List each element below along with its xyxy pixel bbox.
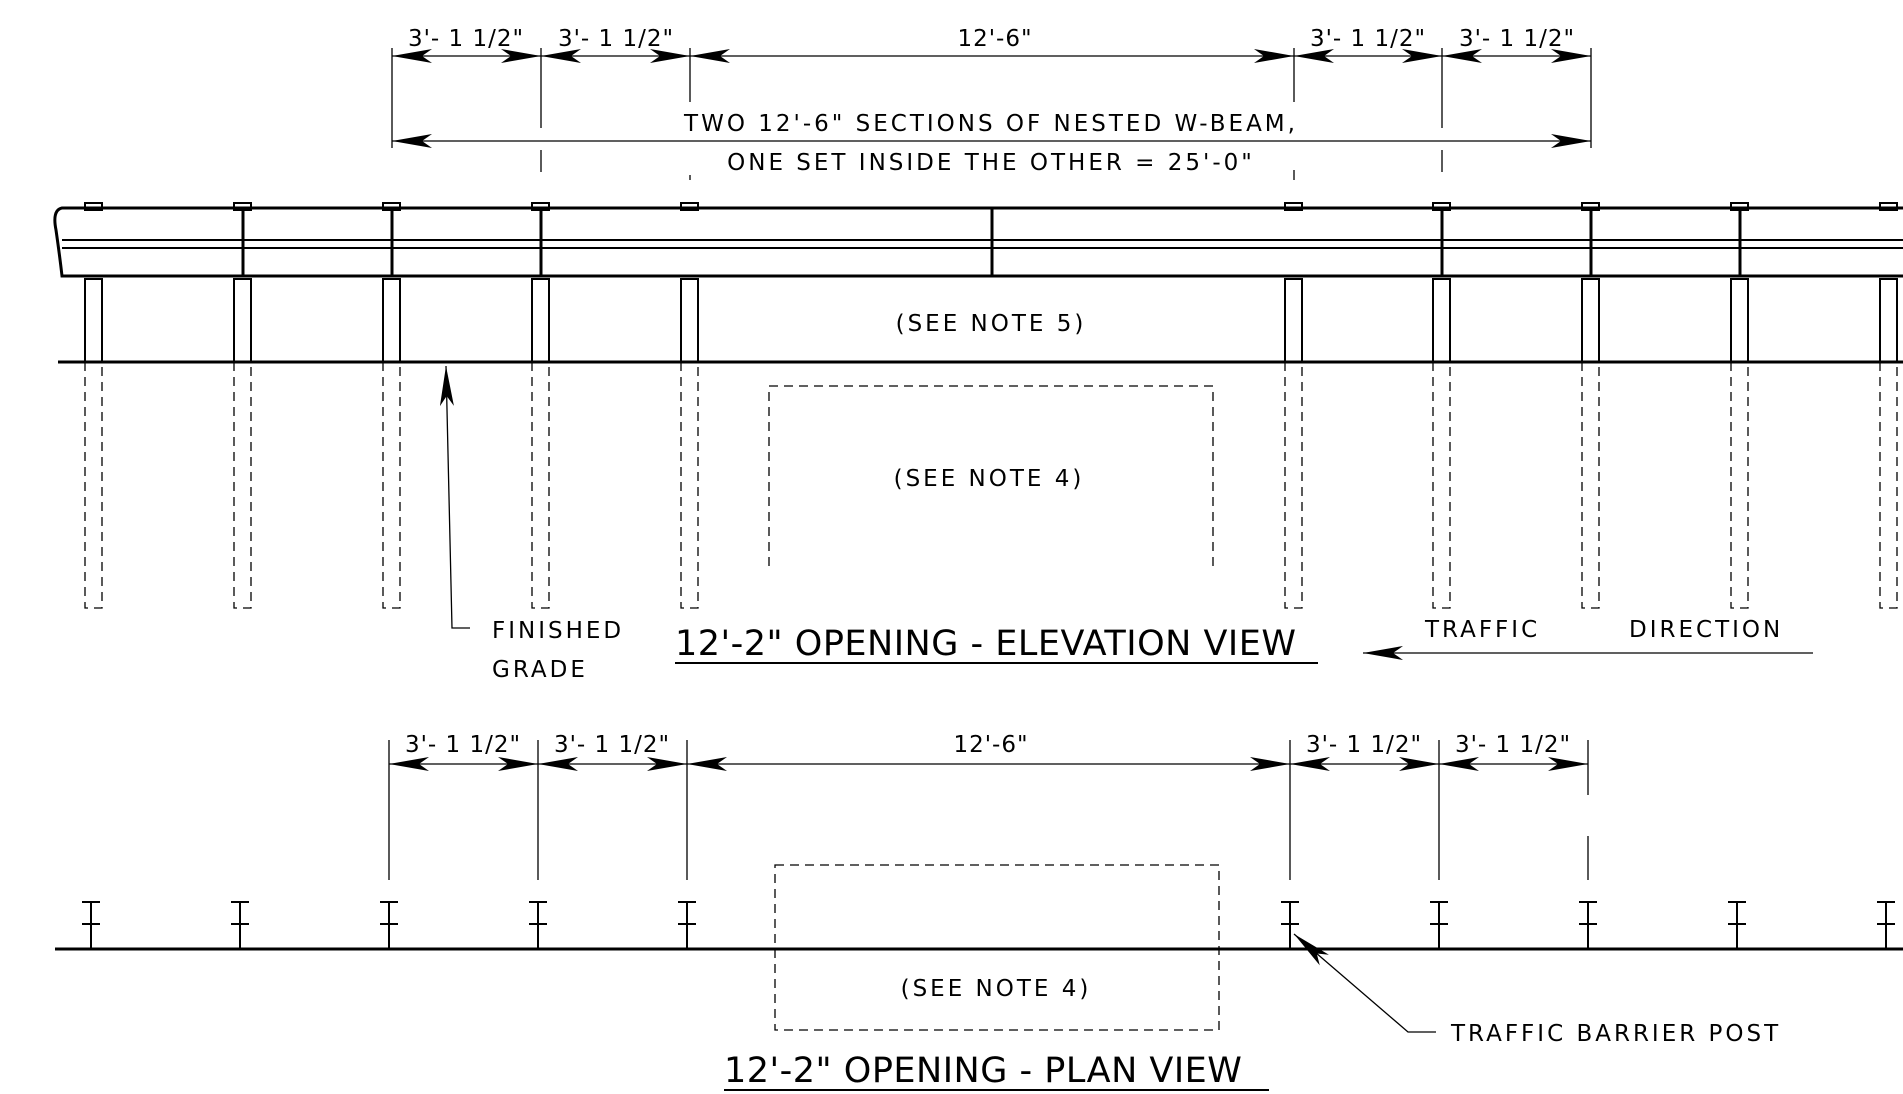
elevation-view-title: 12'-2" OPENING - ELEVATION VIEW [675,624,1296,664]
finished-grade-label-line-1: FINISHED [492,618,624,644]
traffic-barrier-post-leader [1293,933,1436,1033]
see-note-4-elevation-label: (SEE NOTE 4) [894,466,1085,492]
finished-grade-leader [439,365,470,629]
plan-view: 3'- 1 1/2" 3'- 1 1/2" 12'-6" 3'- 1 1/2" … [55,732,1903,1091]
elev-dim-label-3: 3'- 1 1/2" [1310,26,1426,52]
plan-posts [82,901,1895,949]
plan-post [678,901,696,949]
elev-dim-label-1: 3'- 1 1/2" [408,26,524,52]
see-note-5-label: (SEE NOTE 5) [896,311,1087,337]
nested-w-beam-note-line-2: ONE SET INSIDE THE OTHER = 25'-0" [727,150,1255,176]
direction-label: DIRECTION [1629,617,1783,643]
plan-post [1430,901,1448,949]
elevation-post [1284,202,1303,609]
plan-post [529,901,547,949]
elevation-view: 3'- 1 1/2" 3'- 1 1/2" 12'-6" 3'- 1 1/2" … [53,26,1903,683]
finished-grade-label-line-2: GRADE [492,657,588,683]
plan-post [380,901,398,949]
plan-post [1281,901,1299,949]
plan-post [1877,901,1895,949]
elevation-post [84,202,103,609]
traffic-barrier-post-label: TRAFFIC BARRIER POST [1450,1021,1781,1047]
plan-dim-label-4: 3'- 1 1/2" [1455,732,1571,758]
elev-dim-label-4: 3'- 1 1/2" [1459,26,1575,52]
see-note-4-plan-label: (SEE NOTE 4) [901,976,1092,1002]
w-beam-rail [53,206,1903,278]
plan-opening-outline [774,864,1220,1031]
elevation-post [680,202,699,609]
elevation-opening-outline [768,385,1214,566]
nested-w-beam-note-line-1: TWO 12'-6" SECTIONS OF NESTED W-BEAM, [683,111,1298,137]
plan-dim-label-3: 3'- 1 1/2" [1306,732,1422,758]
plan-post [1728,901,1746,949]
plan-dim-label-2: 3'- 1 1/2" [554,732,670,758]
traffic-label: TRAFFIC [1424,617,1540,643]
plan-dim-label-center: 12'-6" [953,732,1028,758]
elev-dim-label-center: 12'-6" [957,26,1032,52]
elevation-dimension-lines [392,49,1591,148]
elev-dim-label-2: 3'- 1 1/2" [558,26,674,52]
plan-post [231,901,249,949]
plan-dim-label-1: 3'- 1 1/2" [405,732,521,758]
plan-post [82,901,100,949]
plan-post [1579,901,1597,949]
plan-extension-lines [388,740,1589,880]
plan-view-title: 12'-2" OPENING - PLAN VIEW [724,1051,1242,1091]
elevation-post [1879,202,1898,609]
